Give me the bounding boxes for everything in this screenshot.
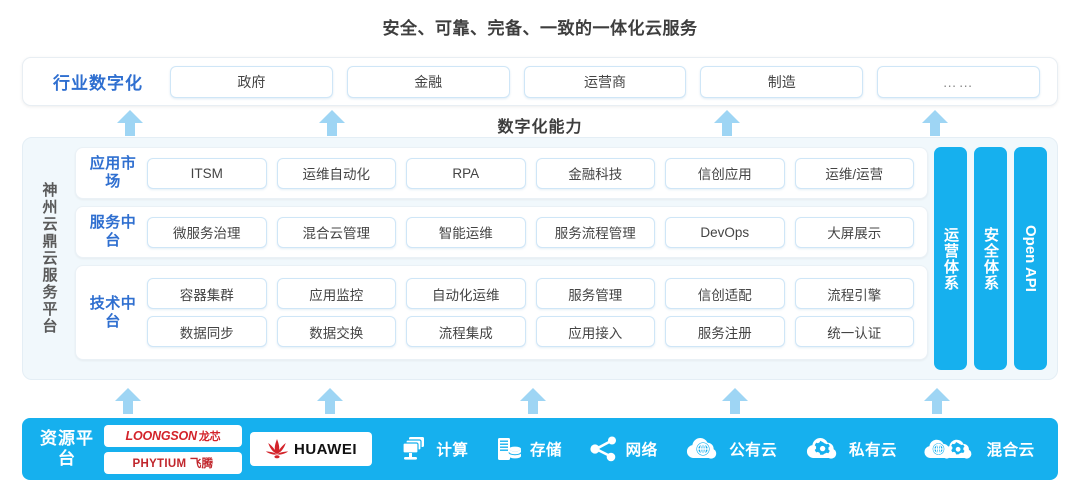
network-icon: [590, 436, 616, 462]
layer-tech-midplatform: 技术中台 容器集群 应用监控 自动化运维 服务管理 信创适配 流程引擎 数据同步: [75, 265, 928, 360]
page-title: 安全、可靠、完备、一致的一体化云服务: [382, 19, 698, 38]
cell-devops[interactable]: DevOps: [665, 216, 785, 248]
layer-tech-midplatform-label: 技术中台: [89, 294, 137, 330]
resource-item-private-cloud[interactable]: 私有云: [804, 436, 897, 462]
private-cloud-icon: [806, 438, 837, 459]
cell-row: 微服务治理 混合云管理 智能运维 服务流程管理 DevOps 大屏展示: [142, 216, 919, 248]
layer-app-market: 应用市场 ITSM 运维自动化 RPA 金融科技 信创应用 运维/运营: [75, 147, 928, 199]
resource-item-public-cloud-label: 公有云: [729, 442, 778, 459]
resource-item-network-label: 网络: [625, 442, 658, 459]
side-bar-operations-system-label: 运营体系: [942, 226, 959, 291]
cell-intelligent-ops[interactable]: 智能运维: [406, 216, 526, 248]
industry-item-finance[interactable]: 金融: [346, 65, 510, 98]
cell-xinchuang-adaptation[interactable]: 信创适配: [665, 278, 785, 309]
industry-band: 行业数字化 政府 金融 运营商 制造 ……: [22, 57, 1058, 106]
layer-tech-midplatform-cells: 容器集群 应用监控 自动化运维 服务管理 信创适配 流程引擎 数据同步 数据交换…: [142, 278, 919, 347]
cell-microservice-governance[interactable]: 微服务治理: [147, 216, 267, 248]
hybrid-cloud-icon: [924, 439, 971, 459]
resource-item-hybrid-cloud[interactable]: 混合云: [924, 436, 1035, 462]
huawei-logo: HUAWEI: [250, 432, 372, 466]
cell-ops-automation[interactable]: 运维自动化: [276, 157, 396, 189]
layer-service-midplatform-cells: 微服务治理 混合云管理 智能运维 服务流程管理 DevOps 大屏展示: [142, 216, 919, 248]
layer-stack: 应用市场 ITSM 运维自动化 RPA 金融科技 信创应用 运维/运营: [75, 147, 928, 370]
public-cloud-icon: [687, 438, 717, 459]
side-bars: 运营体系 安全体系 Open API: [928, 147, 1047, 370]
cell-automated-ops[interactable]: 自动化运维: [406, 278, 526, 309]
resource-items: 计算: [372, 435, 1048, 463]
cell-rpa[interactable]: RPA: [406, 157, 526, 189]
resource-item-private-cloud-label: 私有云: [848, 442, 897, 459]
resource-item-compute[interactable]: 计算: [399, 435, 468, 463]
side-bar-open-api-label: Open API: [1022, 225, 1039, 292]
cell-hybrid-cloud-management[interactable]: 混合云管理: [276, 216, 396, 248]
cell-process-integration[interactable]: 流程集成: [406, 316, 526, 347]
cell-service-process-management[interactable]: 服务流程管理: [535, 216, 655, 248]
cell-itsm[interactable]: ITSM: [147, 157, 267, 189]
platform-vertical-label-text: 神州云鼎云服务平台: [40, 182, 58, 335]
storage-icon: [497, 438, 522, 460]
cell-app-access[interactable]: 应用接入: [535, 316, 655, 347]
cell-data-exchange[interactable]: 数据交换: [276, 316, 396, 347]
compute-icon: [402, 437, 425, 460]
huawei-flower-icon: [265, 439, 289, 459]
layer-app-market-label: 应用市场: [89, 155, 137, 190]
resource-item-storage-label: 存储: [529, 442, 562, 459]
platform-panel: 神州云鼎云服务平台 应用市场 ITSM 运维自动化 RPA 金融科技 信创应用 …: [22, 137, 1058, 380]
cell-process-engine[interactable]: 流程引擎: [794, 278, 914, 309]
cell-data-sync[interactable]: 数据同步: [147, 316, 267, 347]
cell-service-management[interactable]: 服务管理: [535, 278, 655, 309]
resource-item-compute-label: 计算: [436, 442, 469, 459]
industry-item-telecom[interactable]: 运营商: [523, 65, 687, 98]
side-bar-operations-system[interactable]: 运营体系: [934, 147, 967, 370]
cell-container-cluster[interactable]: 容器集群: [147, 278, 267, 309]
cell-fintech[interactable]: 金融科技: [535, 157, 655, 189]
layer-app-market-cells: ITSM 运维自动化 RPA 金融科技 信创应用 运维/运营: [142, 157, 919, 189]
cell-row: ITSM 运维自动化 RPA 金融科技 信创应用 运维/运营: [142, 157, 919, 189]
industry-item-government[interactable]: 政府: [170, 65, 333, 98]
resource-item-hybrid-cloud-label: 混合云: [986, 442, 1035, 459]
cell-app-monitoring[interactable]: 应用监控: [276, 278, 396, 309]
capability-label: 数字化能力: [497, 119, 583, 136]
layer-service-midplatform-label: 服务中台: [89, 214, 137, 249]
industry-band-label: 行业数字化: [53, 74, 143, 93]
industry-item-manufacturing[interactable]: 制造: [700, 65, 864, 98]
platform-vertical-label: 神州云鼎云服务平台: [23, 138, 75, 379]
cell-dashboard-display[interactable]: 大屏展示: [794, 216, 914, 248]
resource-item-public-cloud[interactable]: 公有云: [684, 436, 777, 462]
side-bar-open-api[interactable]: Open API: [1014, 147, 1047, 370]
cell-row: 数据同步 数据交换 流程集成 应用接入 服务注册 统一认证: [142, 316, 919, 347]
resource-platform-label: 资源平台: [40, 428, 94, 468]
huawei-logo-text: HUAWEI: [294, 440, 357, 458]
cell-xinchuang-app[interactable]: 信创应用: [665, 157, 785, 189]
phytium-logo: PHYTIUM 飞腾: [104, 451, 242, 474]
side-bar-security-system[interactable]: 安全体系: [974, 147, 1007, 370]
cell-unified-auth[interactable]: 统一认证: [794, 316, 914, 347]
industry-item-more[interactable]: ……: [877, 65, 1040, 98]
resource-item-network[interactable]: 网络: [589, 436, 658, 462]
side-bar-security-system-label: 安全体系: [982, 226, 999, 291]
cell-service-registry[interactable]: 服务注册: [665, 316, 785, 347]
layer-service-midplatform: 服务中台 微服务治理 混合云管理 智能运维 服务流程管理 DevOps 大屏展示: [75, 206, 928, 258]
resource-item-storage[interactable]: 存储: [495, 435, 562, 463]
cell-row: 容器集群 应用监控 自动化运维 服务管理 信创适配 流程引擎: [142, 278, 919, 309]
platform-body: 应用市场 ITSM 运维自动化 RPA 金融科技 信创应用 运维/运营: [75, 138, 1057, 379]
phytium-logo-text: PHYTIUM 飞腾: [132, 457, 214, 470]
cell-ops-operations[interactable]: 运维/运营: [794, 157, 914, 189]
